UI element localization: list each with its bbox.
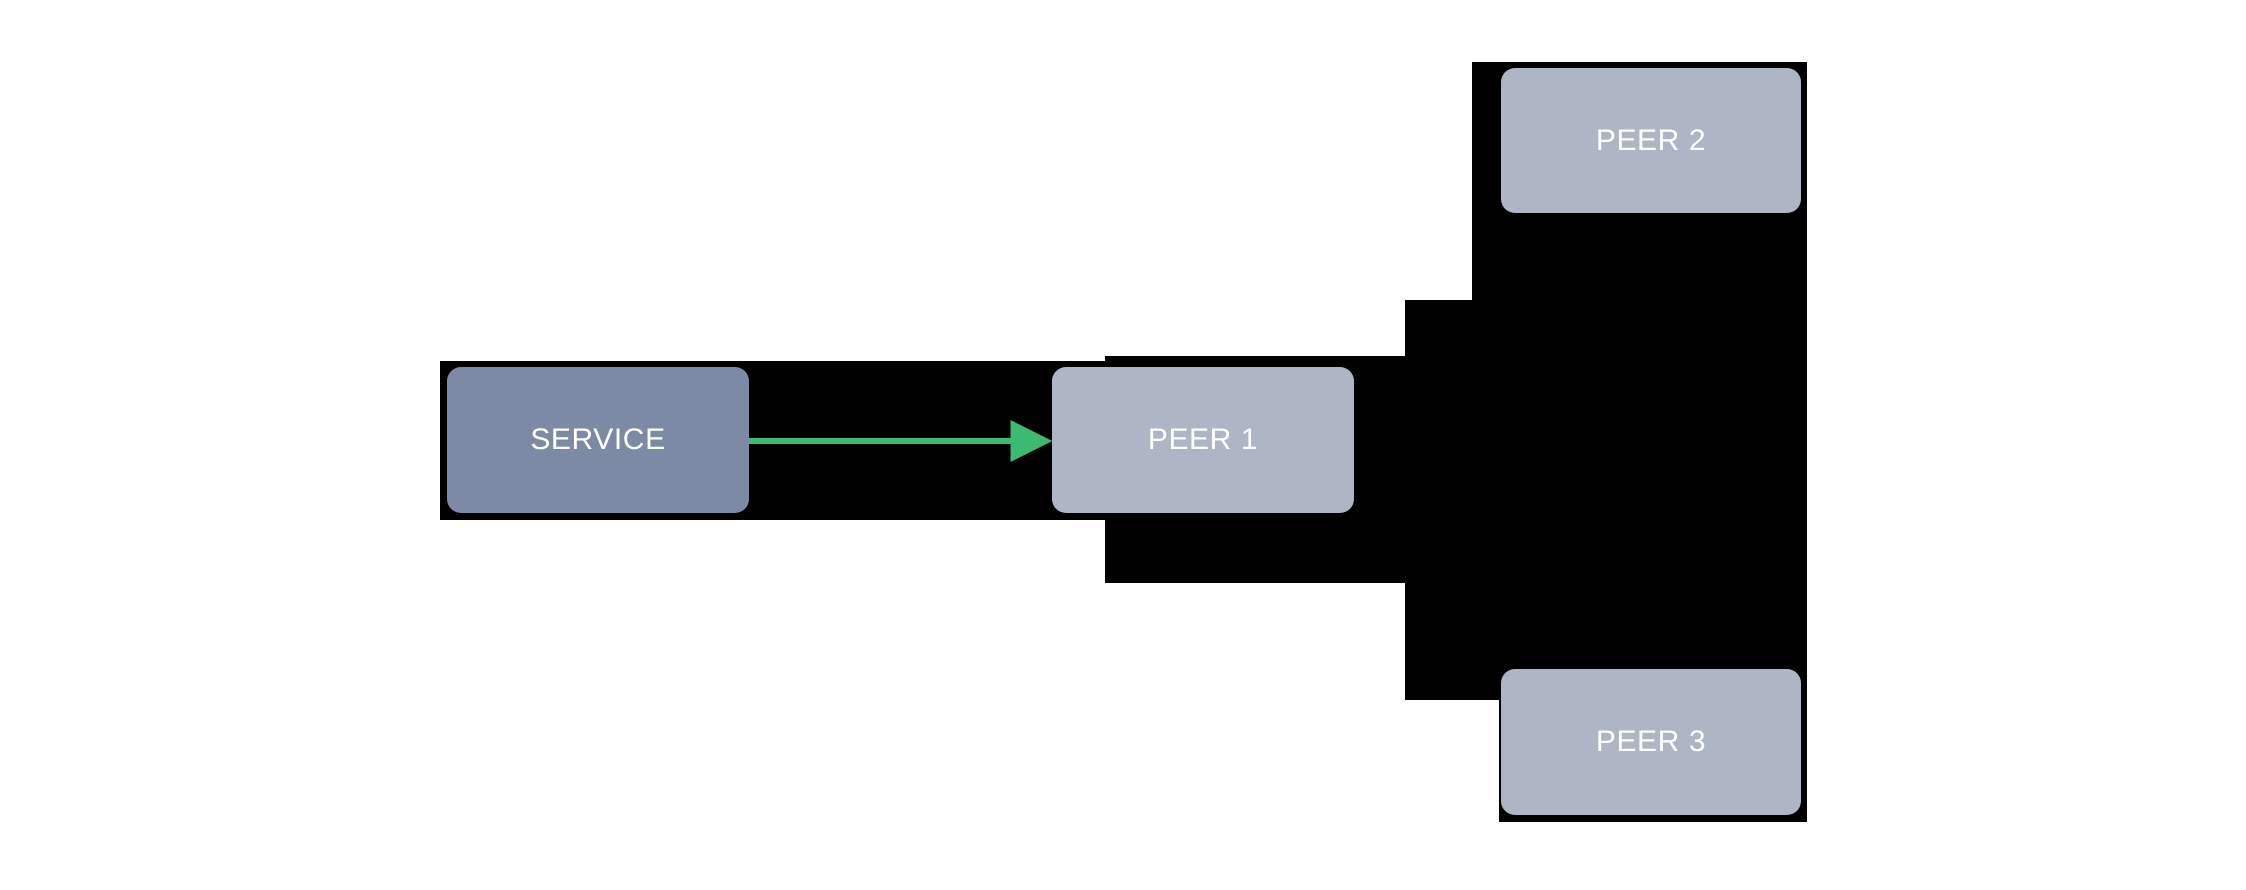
node-peer-1-label: PEER 1: [1147, 423, 1259, 456]
node-service[interactable]: SERVICE: [447, 367, 749, 513]
node-peer-2-label: PEER 2: [1595, 123, 1707, 157]
node-peer-3[interactable]: PEER 3: [1501, 669, 1801, 815]
node-service-label: SERVICE: [530, 423, 666, 456]
node-peer-1[interactable]: PEER 1: [1052, 367, 1354, 513]
node-peer-2[interactable]: PEER 2: [1501, 68, 1801, 213]
node-peer-3-label: PEER 3: [1595, 725, 1707, 758]
